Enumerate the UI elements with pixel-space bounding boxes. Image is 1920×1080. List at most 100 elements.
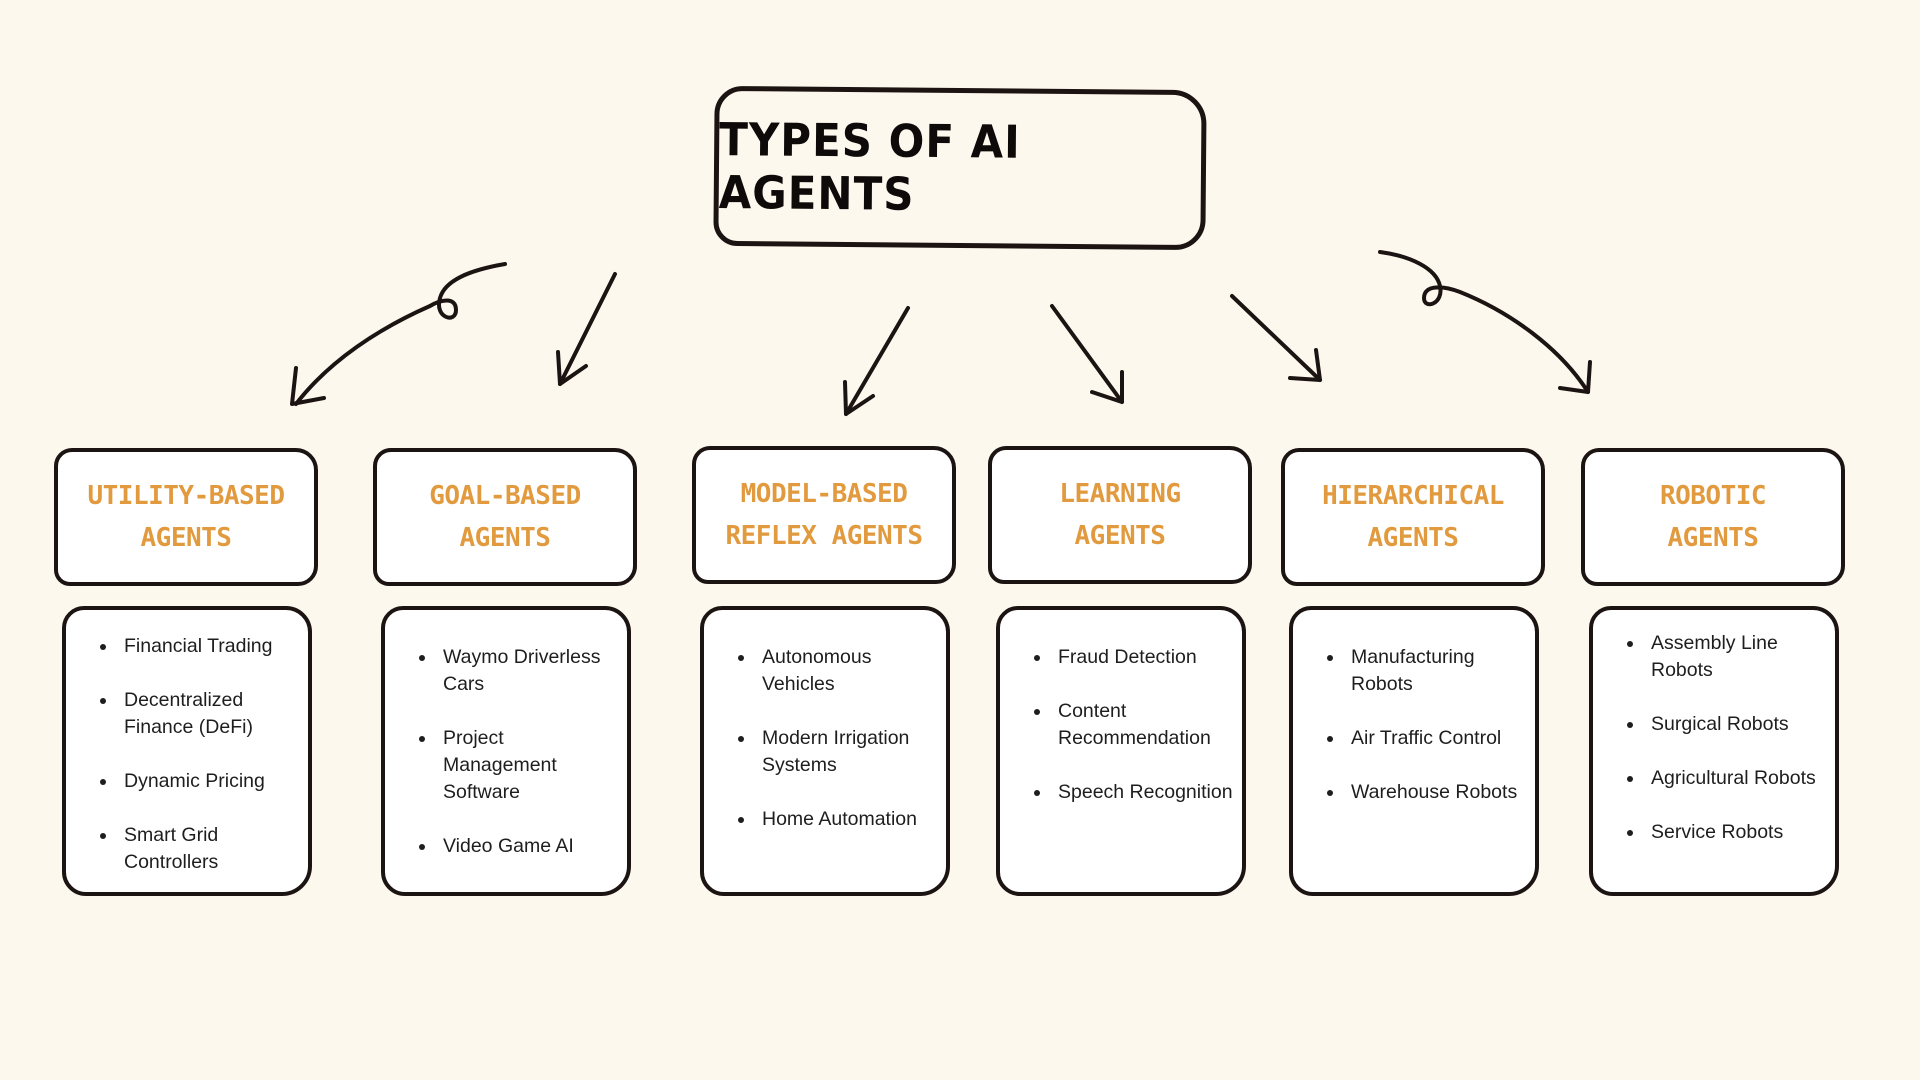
example-text: Video Game AI	[443, 835, 574, 857]
example-item: Smart Grid Controllers	[100, 822, 300, 876]
example-text: Speech Recognition	[1058, 781, 1233, 803]
category-box: LEARNING AGENTS	[988, 446, 1252, 584]
bullet-icon	[738, 817, 744, 823]
example-item: Decentralized Finance (DeFi)	[100, 687, 300, 741]
example-text: Project Management Software	[443, 727, 557, 803]
arrowhead-robotic	[1558, 360, 1592, 394]
bullet-icon	[1627, 722, 1633, 728]
examples-box: Assembly Line Robots Surgical Robots Agr…	[1589, 606, 1839, 896]
example-text: Waymo Driverless Cars	[443, 646, 601, 695]
example-item: Warehouse Robots	[1327, 779, 1527, 806]
bullet-icon	[419, 736, 425, 742]
example-text: Fraud Detection	[1058, 646, 1197, 668]
example-text: Surgical Robots	[1651, 713, 1789, 735]
arrow-to-model-based	[844, 306, 910, 416]
example-item: Service Robots	[1627, 819, 1827, 846]
bullet-icon	[1327, 736, 1333, 742]
bullet-icon	[1034, 790, 1040, 796]
category-box: GOAL-BASED AGENTS	[373, 448, 637, 586]
example-item: Modern Irrigation Systems	[738, 725, 938, 779]
examples-box: Waymo Driverless Cars Project Management…	[381, 606, 631, 896]
examples-list: Financial Trading Decentralized Finance …	[100, 633, 300, 903]
example-text: Home Automation	[762, 808, 918, 830]
bullet-icon	[1327, 655, 1333, 661]
bullet-icon	[738, 736, 744, 742]
example-item: Manufacturing Robots	[1327, 644, 1527, 698]
arrowhead-hierarchical	[1288, 348, 1322, 382]
bullet-icon	[1327, 790, 1333, 796]
examples-list: Autonomous Vehicles Modern Irrigation Sy…	[738, 644, 938, 860]
examples-list: Manufacturing Robots Air Traffic Control…	[1327, 644, 1527, 833]
example-item: Project Management Software	[419, 725, 619, 806]
example-item: Surgical Robots	[1627, 711, 1827, 738]
bullet-icon	[738, 655, 744, 661]
example-text: Service Robots	[1651, 821, 1784, 843]
example-text: Financial Trading	[124, 635, 273, 657]
bullet-icon	[100, 644, 106, 650]
category-label-line: HIERARCHICAL	[1322, 481, 1504, 511]
category-label-line: LEARNING	[1059, 479, 1181, 509]
category-label-line: MODEL-BASED	[740, 479, 908, 509]
arrow-to-hierarchical	[1230, 294, 1322, 382]
bullet-icon	[100, 698, 106, 704]
bullet-icon	[1034, 709, 1040, 715]
bullet-icon	[1034, 655, 1040, 661]
example-item: Dynamic Pricing	[100, 768, 300, 795]
example-text: Modern Irrigation Systems	[762, 727, 910, 776]
category-label-line: GOAL-BASED	[429, 481, 581, 511]
example-text: Autonomous Vehicles	[762, 646, 872, 695]
example-item: Financial Trading	[100, 633, 300, 660]
category-label-line: REFLEX AGENTS	[725, 521, 924, 551]
bullet-icon	[1627, 641, 1633, 647]
example-text: Manufacturing Robots	[1351, 646, 1475, 695]
example-item: Agricultural Robots	[1627, 765, 1827, 792]
example-item: Air Traffic Control	[1327, 725, 1527, 752]
example-item: Waymo Driverless Cars	[419, 644, 619, 698]
bullet-icon	[100, 833, 106, 839]
example-text: Decentralized Finance (DeFi)	[124, 689, 253, 738]
bullet-icon	[419, 844, 425, 850]
examples-box: Fraud Detection Content Recommendation S…	[996, 606, 1246, 896]
category-label-line: AGENTS	[1074, 521, 1166, 551]
bullet-icon	[419, 655, 425, 661]
example-item: Video Game AI	[419, 833, 619, 860]
category-box: HIERARCHICAL AGENTS	[1281, 448, 1545, 586]
example-text: Content Recommendation	[1058, 700, 1211, 749]
arrow-to-learning	[1050, 304, 1124, 404]
example-text: Smart Grid Controllers	[124, 824, 219, 873]
arrowhead-goal-based	[556, 350, 588, 386]
examples-box: Financial Trading Decentralized Finance …	[62, 606, 312, 896]
arrow-to-goal-based	[558, 272, 617, 386]
example-item: Home Automation	[738, 806, 938, 833]
arrowhead-utility-based	[290, 366, 326, 406]
category-label-line: AGENTS	[140, 523, 232, 553]
bullet-icon	[1627, 830, 1633, 836]
example-text: Agricultural Robots	[1651, 767, 1816, 789]
arrow-to-robotic	[1378, 250, 1590, 394]
examples-box: Manufacturing Robots Air Traffic Control…	[1289, 606, 1539, 896]
category-box: ROBOTIC AGENTS	[1581, 448, 1845, 586]
example-text: Air Traffic Control	[1351, 727, 1502, 749]
example-item: Fraud Detection	[1034, 644, 1234, 671]
example-item: Autonomous Vehicles	[738, 644, 938, 698]
example-item: Content Recommendation	[1034, 698, 1234, 752]
arrowhead-model-based	[843, 380, 875, 416]
arrowhead-learning	[1090, 370, 1124, 404]
example-text: Dynamic Pricing	[124, 770, 265, 792]
arrow-to-utility-based	[294, 262, 507, 406]
examples-list: Fraud Detection Content Recommendation S…	[1034, 644, 1234, 833]
example-text: Warehouse Robots	[1351, 781, 1518, 803]
title-box: TYPES OF AI AGENTS	[713, 85, 1207, 251]
example-text: Assembly Line Robots	[1651, 632, 1778, 681]
diagram-title: TYPES OF AI AGENTS	[718, 112, 1022, 221]
category-label-line: AGENTS	[1667, 523, 1759, 553]
bullet-icon	[1627, 776, 1633, 782]
examples-box: Autonomous Vehicles Modern Irrigation Sy…	[700, 606, 950, 896]
category-label-line: AGENTS	[459, 523, 551, 553]
examples-list: Assembly Line Robots Surgical Robots Agr…	[1627, 630, 1827, 873]
category-label-line: UTILITY-BASED	[87, 481, 286, 511]
category-label-line: ROBOTIC	[1659, 481, 1767, 511]
example-item: Assembly Line Robots	[1627, 630, 1827, 684]
category-box: UTILITY-BASED AGENTS	[54, 448, 318, 586]
